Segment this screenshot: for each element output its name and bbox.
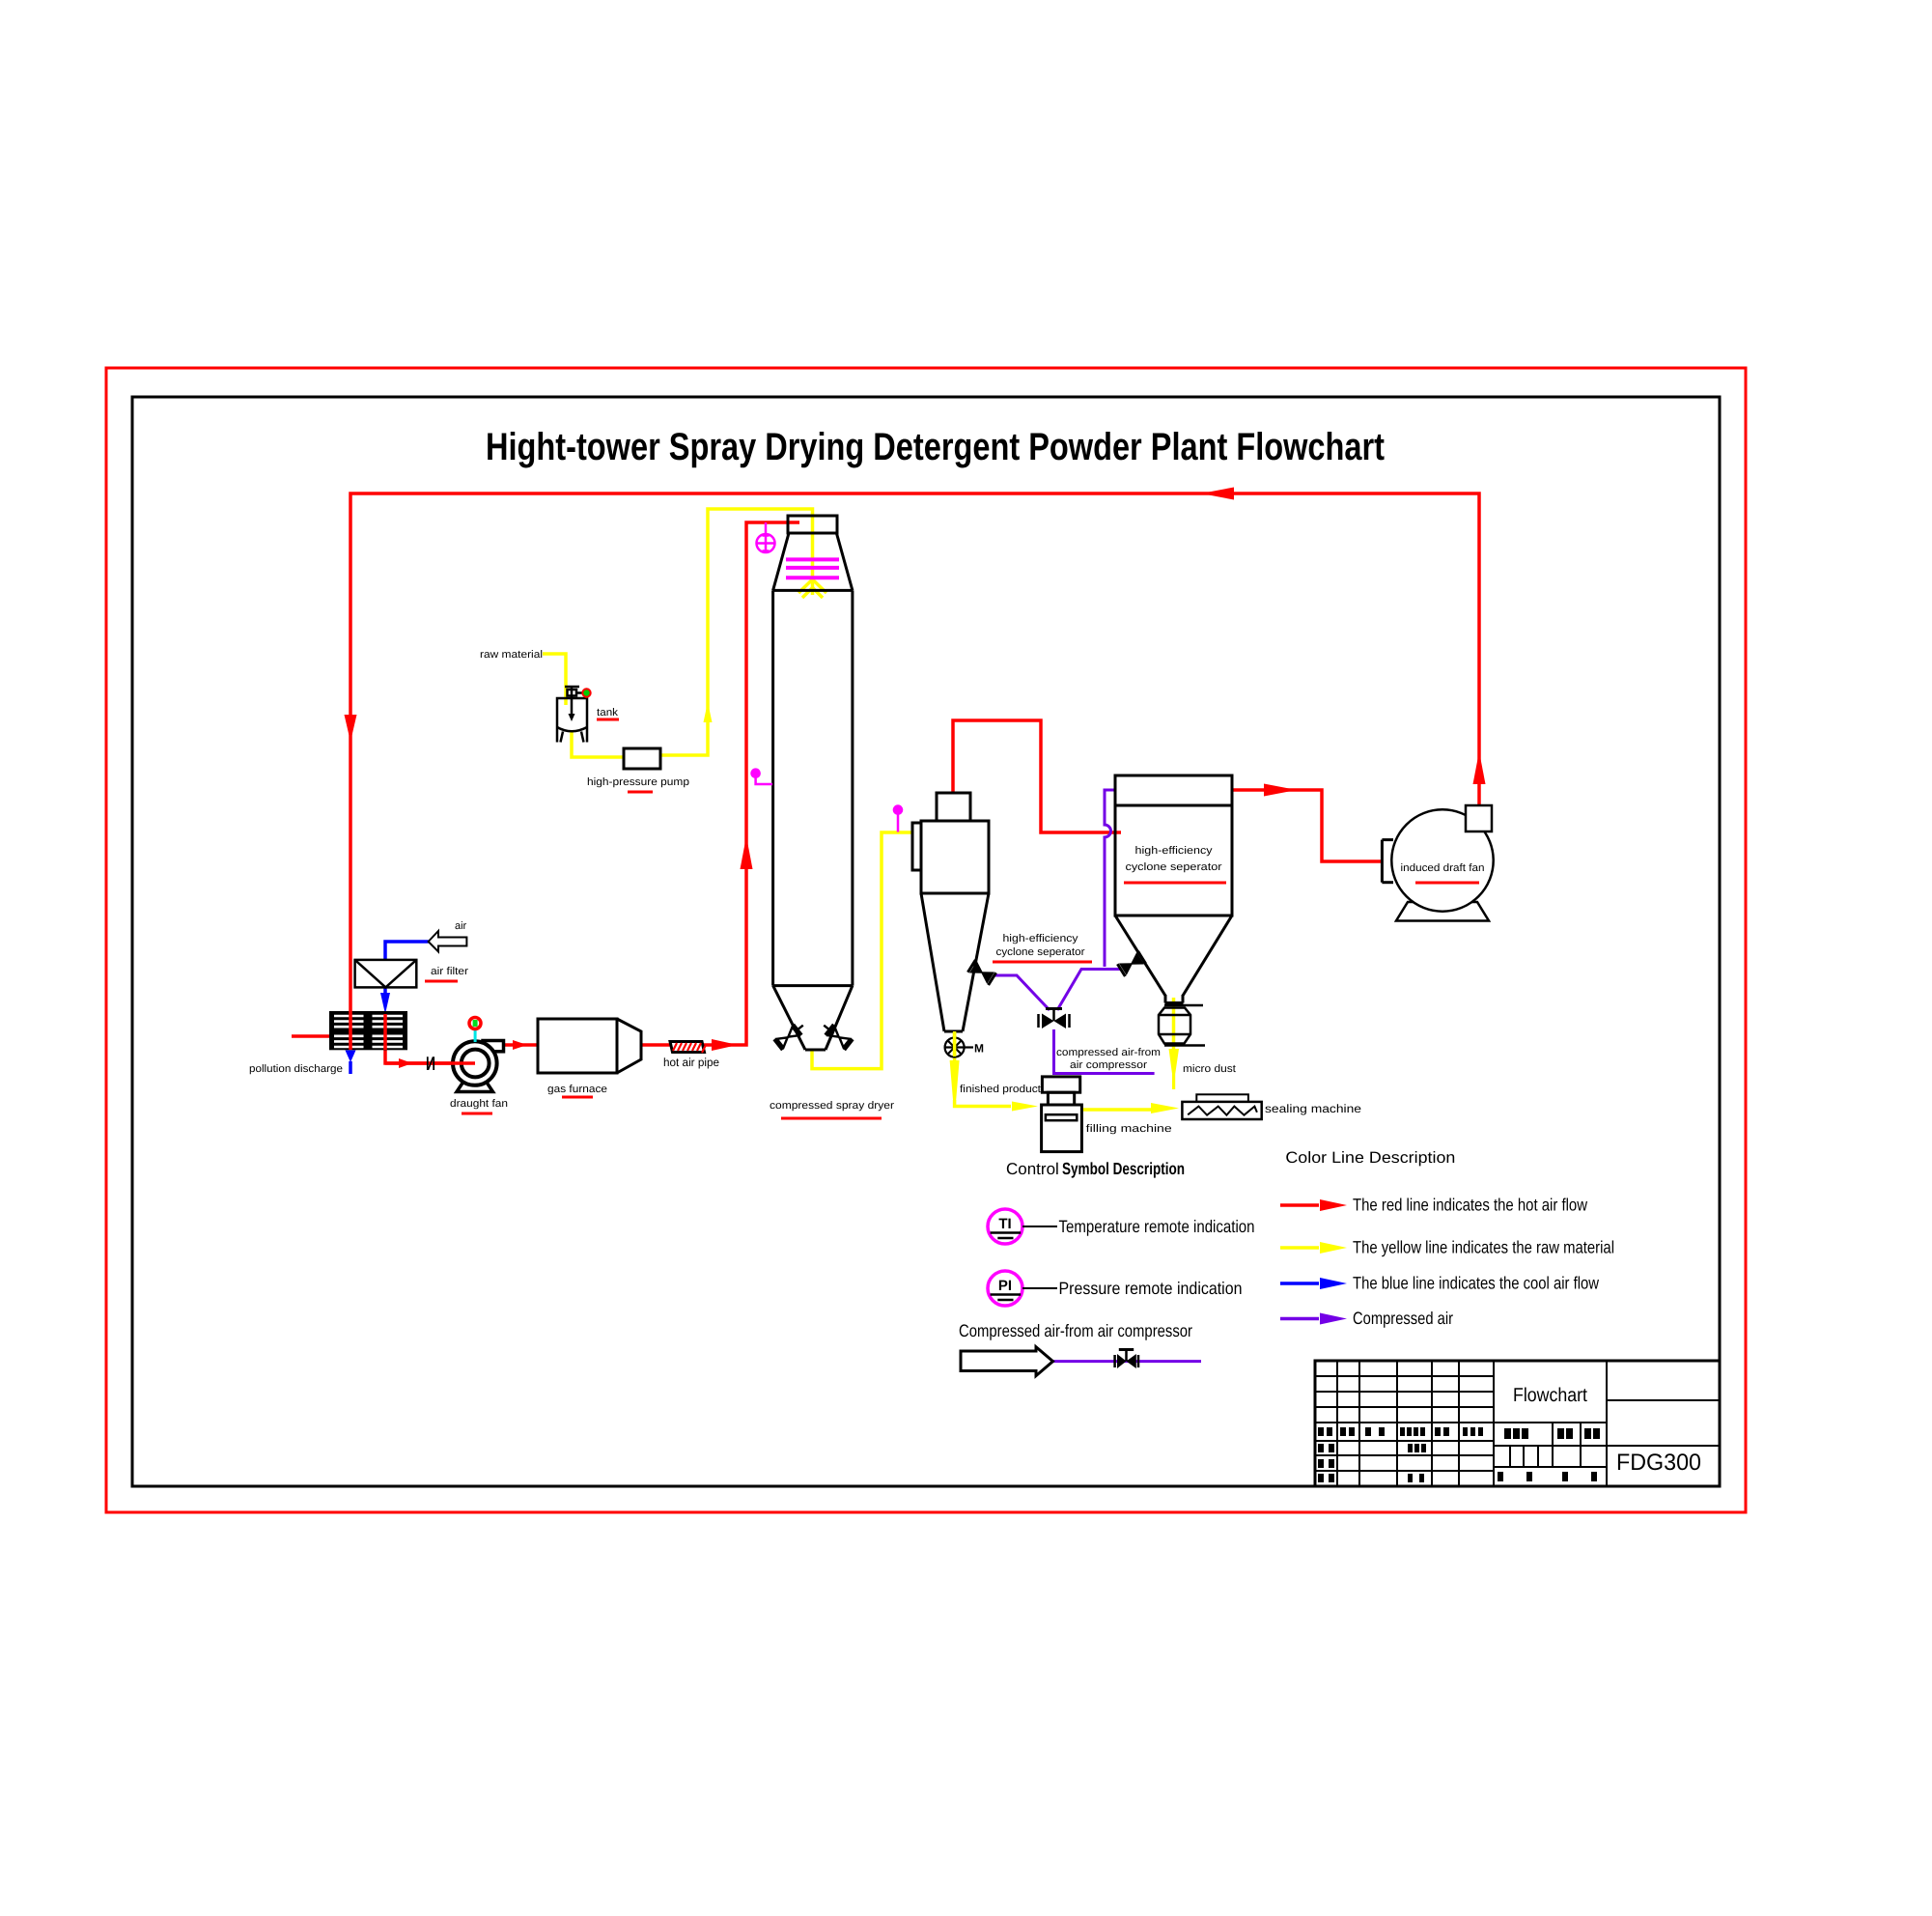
svg-text:pollution discharge: pollution discharge (249, 1063, 343, 1075)
svg-text:high-efficiency: high-efficiency (1003, 933, 1079, 944)
svg-text:Temperature remote indication: Temperature remote indication (1059, 1217, 1255, 1236)
svg-text:sealing machine: sealing machine (1265, 1102, 1361, 1115)
svg-text:gas furnace: gas furnace (547, 1084, 607, 1095)
svg-text:И: И (426, 1054, 435, 1075)
svg-text:M: M (974, 1042, 984, 1056)
svg-text:induced draft fan: induced draft fan (1401, 862, 1485, 874)
svg-text:hot air pipe: hot air pipe (663, 1056, 719, 1069)
svg-text:raw material: raw material (480, 649, 543, 661)
svg-text:micro dust: micro dust (1183, 1063, 1236, 1075)
svg-text:Control: Control (1006, 1160, 1059, 1178)
svg-text:finished product: finished product (960, 1084, 1041, 1095)
svg-text:draught fan: draught fan (450, 1098, 508, 1110)
svg-text:FDG300: FDG300 (1616, 1450, 1701, 1476)
svg-text:cyclone seperator: cyclone seperator (1126, 861, 1222, 873)
svg-text:Hight-tower Spray Drying Deter: Hight-tower Spray Drying Detergent Powde… (486, 426, 1385, 468)
svg-text:tank: tank (597, 707, 619, 718)
svg-text:Flowchart: Flowchart (1513, 1385, 1587, 1406)
svg-text:Color Line Description: Color Line Description (1285, 1149, 1455, 1167)
svg-text:TI: TI (998, 1216, 1011, 1232)
svg-text:Compressed air: Compressed air (1353, 1309, 1453, 1328)
svg-text:The red line indicates the hot: The red line indicates the hot air flow (1353, 1196, 1588, 1215)
svg-text:PI: PI (998, 1278, 1012, 1294)
svg-text:Pressure remote indication: Pressure remote indication (1059, 1279, 1243, 1298)
svg-text:Compressed air-from air compre: Compressed air-from air compressor (959, 1321, 1192, 1340)
svg-text:Symbol Description: Symbol Description (1062, 1159, 1185, 1178)
svg-text:cyclone seperator: cyclone seperator (996, 946, 1085, 958)
svg-text:compressed air-from: compressed air-from (1056, 1047, 1161, 1058)
svg-text:The blue line indicates the co: The blue line indicates the cool air flo… (1353, 1274, 1600, 1293)
svg-text:high-pressure pump: high-pressure pump (587, 776, 689, 788)
svg-text:air: air (455, 920, 467, 932)
svg-text:air filter: air filter (431, 966, 468, 977)
svg-text:high-efficiency: high-efficiency (1135, 845, 1214, 857)
svg-text:compressed spray dryer: compressed spray dryer (770, 1100, 894, 1112)
svg-text:air compressor: air compressor (1070, 1059, 1147, 1071)
svg-text:filling machine: filling machine (1086, 1123, 1172, 1135)
svg-text:The yellow line indicates the: The yellow line indicates the raw materi… (1353, 1238, 1614, 1257)
